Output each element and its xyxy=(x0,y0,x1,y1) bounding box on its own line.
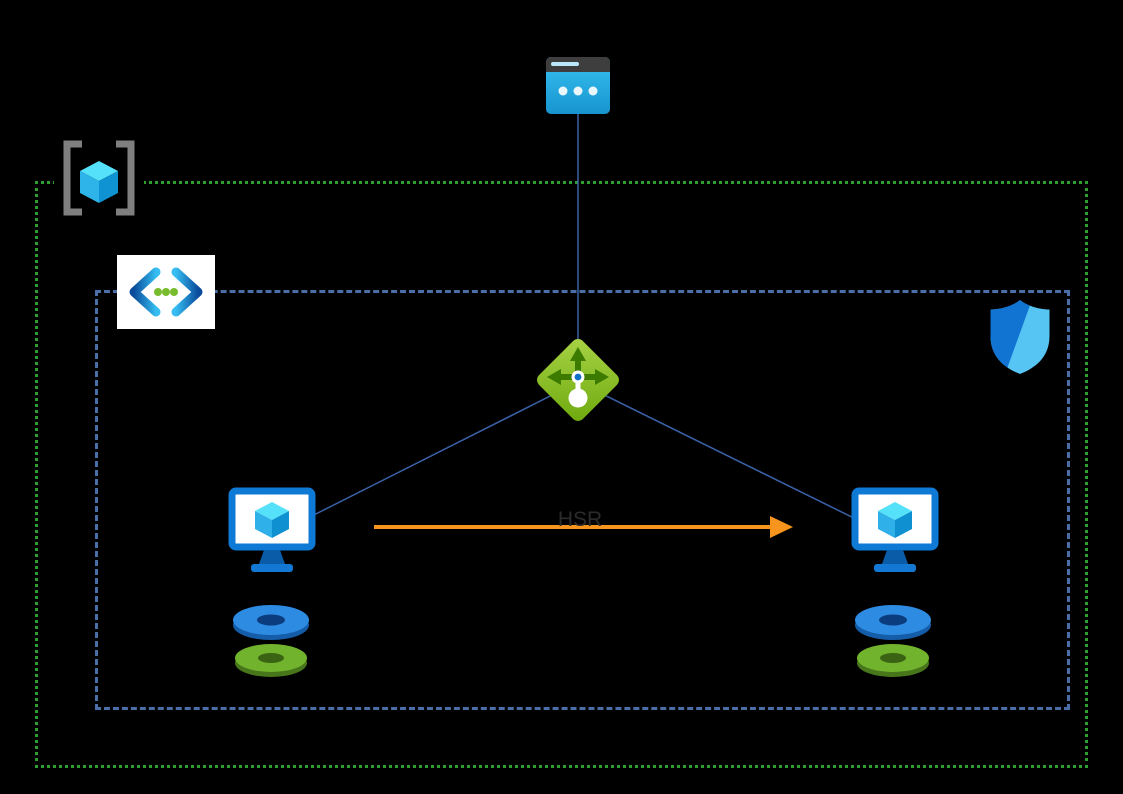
lb-to-vm-left-line xyxy=(287,381,579,529)
virtual-machine-icon-graphic xyxy=(851,487,939,572)
managed-disks-icon-graphic xyxy=(855,605,931,677)
load-balancer-icon xyxy=(532,334,624,426)
virtual-network-icon xyxy=(117,255,215,329)
hsr-arrow-head xyxy=(770,516,793,538)
virtual-machine-primary-icon xyxy=(228,487,316,575)
disk-blue xyxy=(233,605,309,640)
shield-icon-graphic xyxy=(990,300,1050,374)
managed-disks-icon-graphic xyxy=(233,605,309,677)
managed-disks-secondary-icon xyxy=(853,600,933,682)
disk-green xyxy=(857,644,929,677)
browser-icon xyxy=(546,57,610,114)
hsr-arrow xyxy=(374,516,793,538)
virtual-network-boundary xyxy=(95,290,1070,710)
resource-group-icon-graphic xyxy=(63,140,135,216)
disk-blue xyxy=(855,605,931,640)
managed-disks-primary-icon xyxy=(231,600,311,682)
shield-icon xyxy=(986,297,1054,377)
browser-icon-graphic xyxy=(546,57,610,114)
resource-group-icon xyxy=(54,137,144,219)
load-balancer-icon-graphic xyxy=(537,339,619,421)
disk-green xyxy=(235,644,307,677)
resource-group-boundary xyxy=(35,181,1088,768)
lb-to-vm-right-line xyxy=(577,381,871,527)
virtual-machine-secondary-icon xyxy=(851,487,939,575)
virtual-machine-icon-graphic xyxy=(228,487,316,572)
hsr-arrow-label: HSR xyxy=(557,508,603,531)
virtual-network-icon-graphic xyxy=(117,255,215,329)
